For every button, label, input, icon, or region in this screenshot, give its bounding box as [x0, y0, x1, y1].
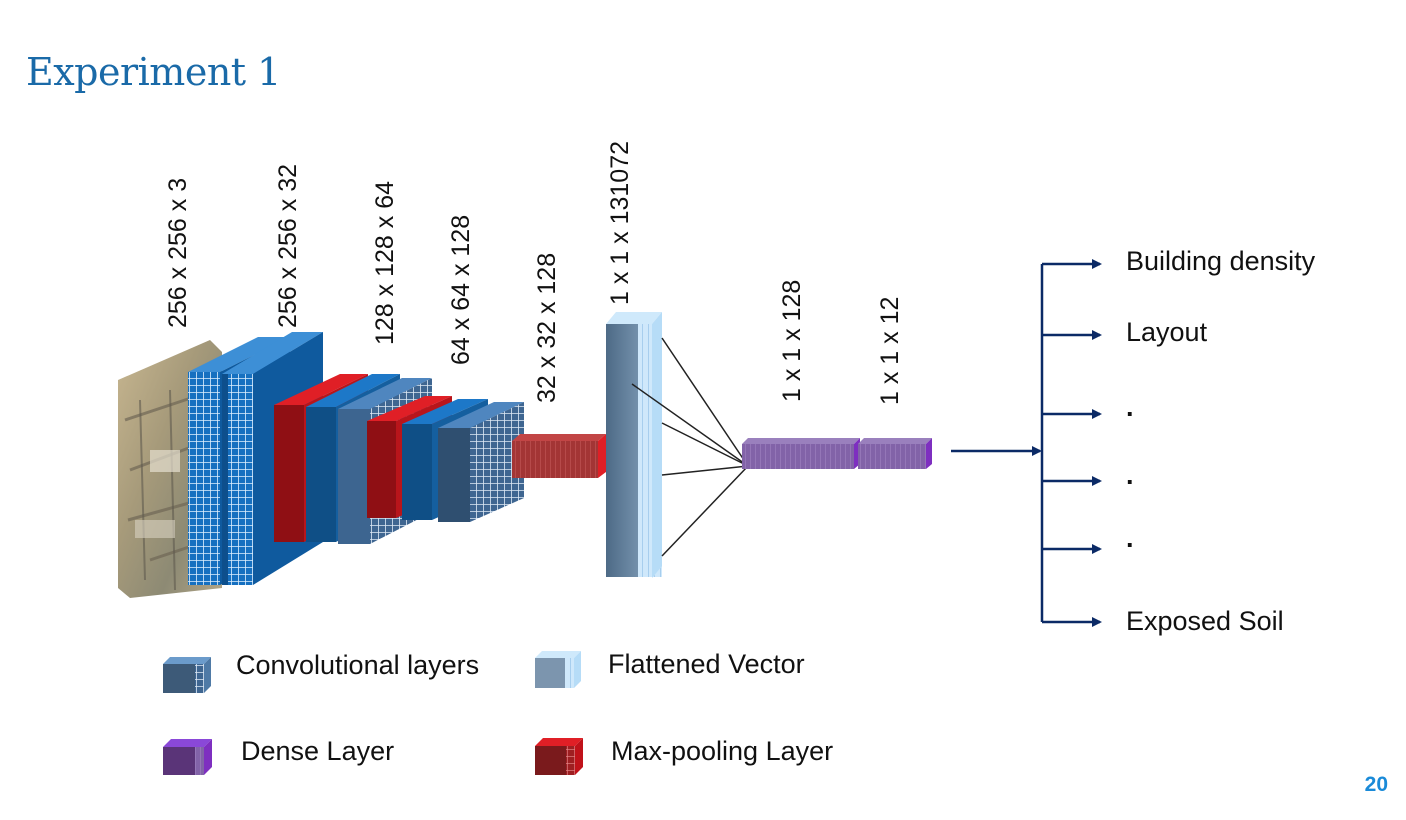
legend-flat-icon	[535, 651, 581, 688]
legend-conv-icon	[163, 657, 211, 693]
output-label-layout: Layout	[1126, 317, 1208, 347]
output-label-building-density: Building density	[1126, 246, 1316, 276]
dense-layer-2	[858, 438, 932, 469]
output-label-ellipsis-1: .	[1126, 392, 1134, 422]
legend-maxpool-icon	[535, 738, 583, 775]
output-tree	[1040, 259, 1102, 627]
pool-layer-3	[512, 434, 606, 478]
page-number: 20	[1364, 773, 1388, 796]
conv-layer-3	[402, 399, 524, 522]
output-label-ellipsis-2: .	[1126, 460, 1134, 490]
fan-connections	[631, 337, 749, 557]
legend-dense-label: Dense Layer	[241, 736, 395, 766]
flatten-layer	[606, 312, 662, 578]
legend-maxpool-label: Max-pooling Layer	[611, 736, 834, 766]
legend-flat-label: Flattened Vector	[608, 649, 805, 679]
legend-conv-label: Convolutional layers	[236, 650, 480, 680]
slide-title: Experiment 1	[26, 50, 281, 94]
output-label-exposed-soil: Exposed Soil	[1126, 606, 1284, 636]
legend-dense-icon	[163, 739, 212, 775]
dense-layer-1	[742, 438, 860, 469]
output-label-ellipsis-3: .	[1126, 523, 1134, 553]
